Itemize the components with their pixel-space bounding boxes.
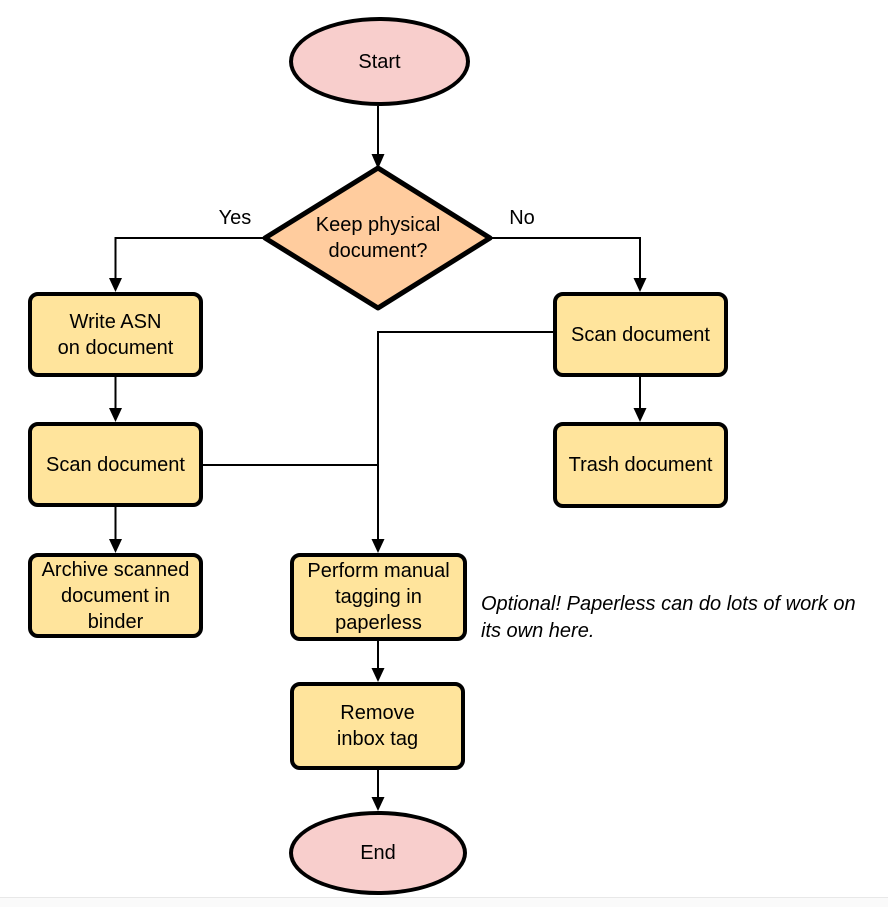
node-tagging-label: Perform manual tagging in paperless <box>307 560 450 634</box>
arrowhead-tagging-to-remove-inbox <box>371 668 385 682</box>
node-start: Start <box>289 17 470 106</box>
node-end: End <box>289 811 467 895</box>
node-scan-document-left-label: Scan document <box>46 453 185 476</box>
node-trash: Trash document <box>553 422 728 508</box>
edge-decision-to-scan-right <box>490 237 641 278</box>
edge-label-yes: Yes <box>218 207 252 229</box>
arrowhead-write-asn-to-scan-left <box>109 408 122 422</box>
arrowhead-decision-to-write-asn <box>109 278 122 292</box>
node-archive: Archive scanned document in binder <box>28 553 203 638</box>
node-write-asn-label: Write ASN on document <box>57 310 174 359</box>
annotation-optional-note: Optional! Paperless can do lots of work … <box>481 593 856 642</box>
arrowhead-scan-right-to-trash <box>633 408 647 422</box>
edge-label-no: No <box>509 207 535 229</box>
edge-decision-to-write-asn <box>114 237 265 278</box>
arrowhead-start-to-decision <box>371 154 385 169</box>
arrowhead-decision-to-scan-right <box>633 278 647 292</box>
node-scan-document-right-label: Scan document <box>571 323 710 346</box>
edge-scan-right-to-tagging <box>377 331 553 539</box>
node-end-label: End <box>360 842 396 864</box>
arrowhead-scan-right-to-tagging <box>371 539 385 553</box>
node-remove-inbox-tag: Remove inbox tag <box>290 682 465 770</box>
node-archive-label: Archive scanned document in binder <box>41 558 190 633</box>
node-remove-inbox-tag-label: Remove inbox tag <box>336 702 419 750</box>
node-tagging: Perform manual tagging in paperless <box>290 553 467 641</box>
node-scan-document-left: Scan document <box>28 422 203 507</box>
arrowhead-scan-left-to-archive <box>109 539 122 553</box>
arrowhead-remove-inbox-to-end <box>371 797 385 811</box>
node-start-label: Start <box>358 50 401 73</box>
node-scan-document-right: Scan document <box>553 292 728 377</box>
node-decision-label: Keep physical document? <box>315 214 441 262</box>
node-write-asn: Write ASN on document <box>28 292 203 377</box>
node-decision-shape <box>262 165 493 311</box>
node-trash-label: Trash document <box>568 454 713 476</box>
page-bottom-divider <box>0 897 888 907</box>
